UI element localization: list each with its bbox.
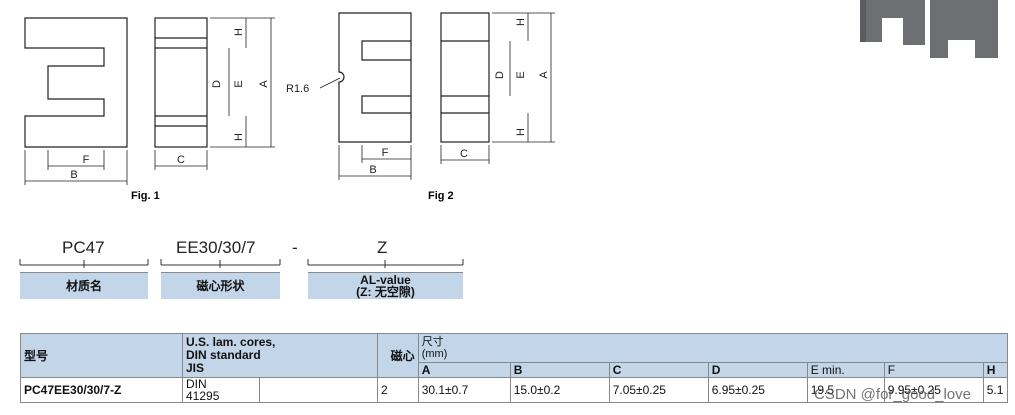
code-dash: - — [292, 238, 298, 257]
row-b: 15.0±0.2 — [509, 377, 610, 403]
fig2-e-core-side — [440, 12, 490, 143]
size-line-2: (mm) — [421, 348, 448, 360]
table-row: PC47EE30/30/7-Z DIN 41295 2 30.1±0.7 15.… — [20, 377, 1009, 403]
header-e: E min. — [806, 362, 885, 378]
fig1-dim-f: F — [83, 154, 90, 166]
row-e: 19.5 — [806, 377, 885, 403]
code-brackets — [19, 259, 464, 268]
fig2-radius-label: R1.6 — [286, 83, 309, 95]
code-al: Z — [377, 238, 388, 257]
header-h: H — [982, 362, 1009, 378]
row-c: 7.05±0.25 — [608, 377, 709, 403]
std-line-3: JIS — [186, 361, 205, 375]
fig1-dim-d: D — [211, 80, 223, 88]
row-cores: 2 — [377, 377, 419, 403]
row-model: PC47EE30/30/7-Z — [20, 377, 183, 403]
fig2-e-core-front — [338, 12, 412, 143]
header-a: A — [417, 362, 511, 378]
al-value-line2: (Z: 无空隙) — [356, 285, 415, 299]
fig1-dim-b: B — [70, 169, 77, 181]
fig2-dim-h-bot: H — [515, 128, 527, 136]
fig1-dim-h-bot: H — [233, 133, 245, 141]
label-al-value: AL-value (Z: 无空隙) — [308, 272, 463, 299]
row-h: 5.1 — [982, 377, 1009, 403]
fig1-e-core-front — [24, 17, 128, 148]
header-b: B — [509, 362, 610, 378]
fig2-dim-h-top: H — [515, 18, 527, 26]
fig1-dim-h-top: H — [233, 28, 245, 36]
std-line-2: DIN standard — [186, 348, 261, 362]
row-std-line-2: 41295 — [186, 389, 220, 403]
fig2-dim-f: F — [382, 147, 389, 159]
fig1-dim-e: E — [233, 80, 245, 87]
spec-header-row-1: 型号 U.S. lam. cores, DIN standard JIS 磁心 … — [20, 333, 1009, 378]
label-shape: 磁心形状 — [161, 272, 280, 299]
fig2-dim-c: C — [460, 148, 468, 160]
al-value-line1: AL-value — [360, 273, 411, 287]
core-photo — [860, 0, 998, 58]
core-drawings: F B C H H D E A F B C H H D E A R1.6 Fig… — [24, 0, 998, 202]
header-standard: U.S. lam. cores, DIN standard JIS — [182, 333, 378, 378]
header-d: D — [707, 362, 808, 378]
header-cores: 磁心 — [377, 333, 419, 378]
row-a: 30.1±0.7 — [417, 377, 511, 403]
fig2-dim-b: B — [369, 164, 376, 176]
header-f: F — [883, 362, 984, 378]
fig2-caption: Fig 2 — [428, 190, 454, 202]
fig1-e-core-side — [154, 17, 208, 148]
row-d: 6.95±0.25 — [707, 377, 808, 403]
watermark: CSDN @for_good_love — [814, 386, 971, 403]
header-c: C — [608, 362, 709, 378]
code-material: PC47 — [62, 238, 105, 257]
header-model: 型号 — [20, 333, 183, 378]
fig1-caption: Fig. 1 — [131, 190, 160, 202]
fig1-dim-c: C — [177, 154, 185, 166]
label-material: 材质名 — [20, 272, 148, 299]
fig2-dim-d: D — [494, 71, 506, 79]
code-shape: EE30/30/7 — [176, 238, 256, 257]
std-line-1: U.S. lam. cores, — [186, 335, 276, 349]
row-std-line-1: DIN — [186, 377, 207, 391]
row-standard: DIN 41295 — [182, 377, 260, 403]
spec-table: 型号 U.S. lam. cores, DIN standard JIS 磁心 … — [20, 333, 1009, 403]
size-line-1: 尺寸 — [421, 336, 444, 348]
header-size: 尺寸 (mm) — [417, 333, 1009, 363]
fig1-dim-a: A — [258, 80, 270, 88]
row-f: 9.95±0.25 — [883, 377, 984, 403]
fig2-dim-a: A — [538, 71, 550, 79]
fig2-dim-e: E — [515, 71, 527, 78]
row-empty — [259, 377, 378, 403]
